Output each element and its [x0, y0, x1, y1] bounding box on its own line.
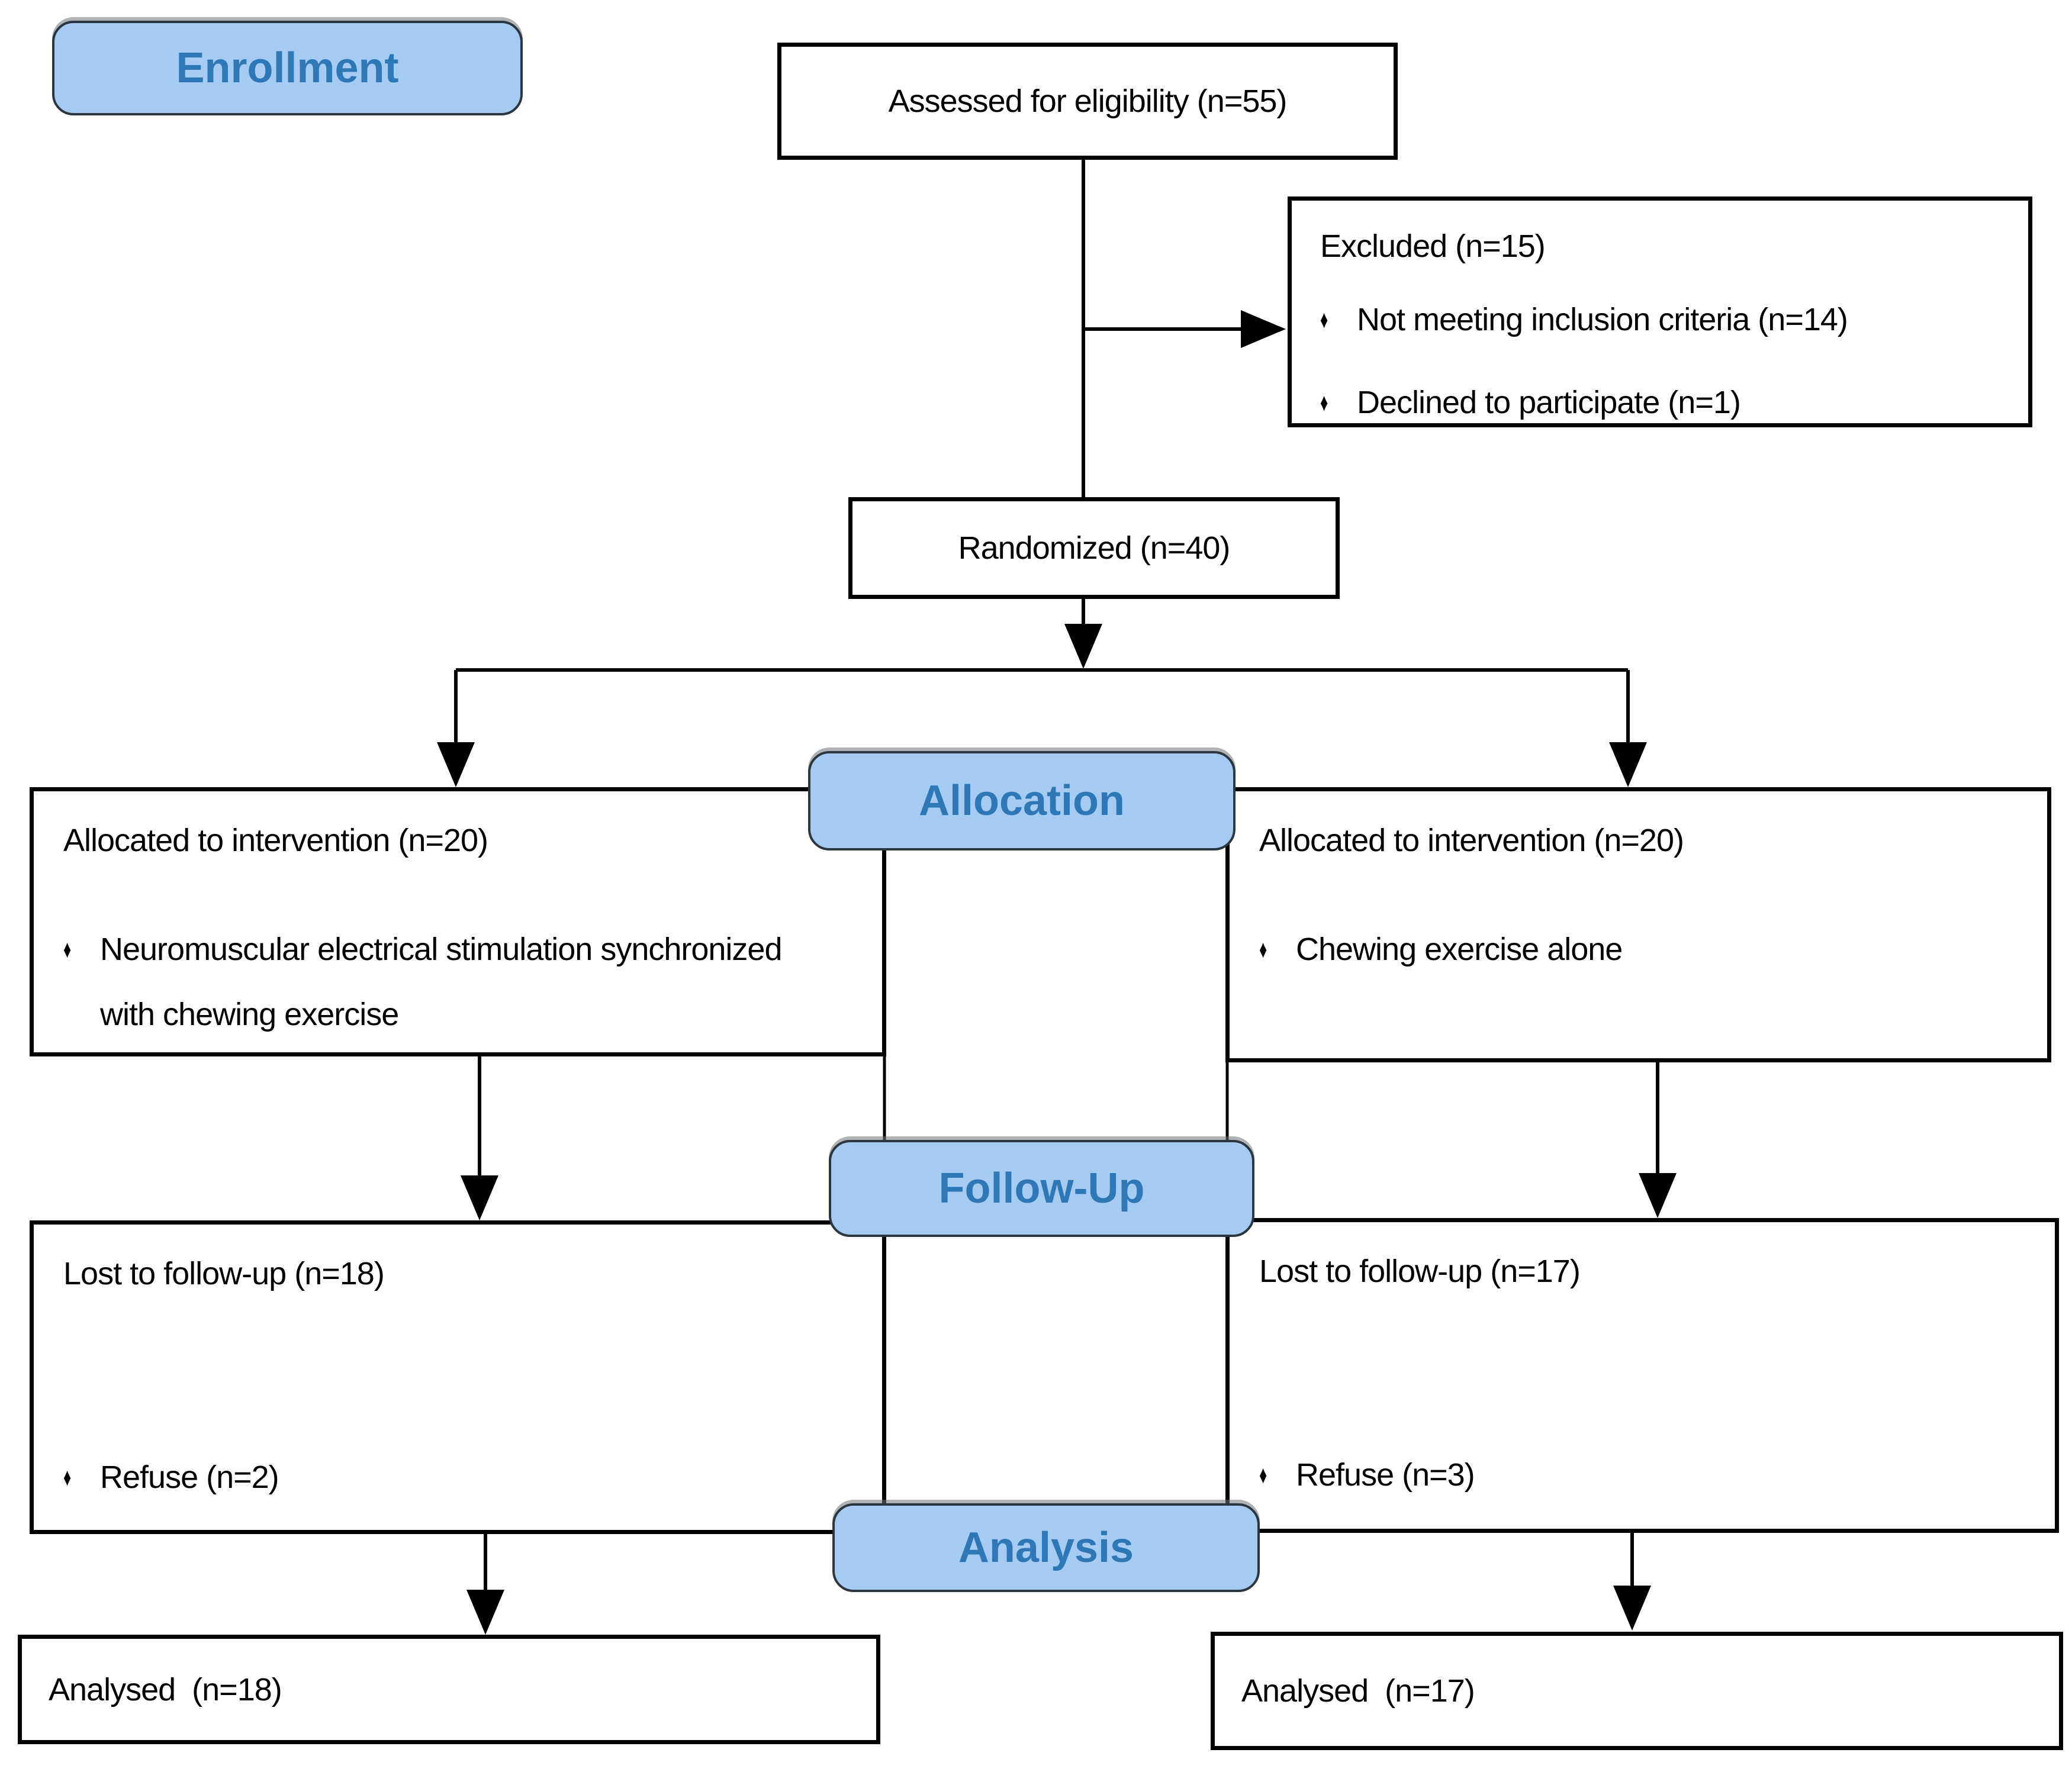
allocated-right-title: Allocated to intervention (n=20): [1259, 823, 1684, 858]
stage-badge-analysis: Analysis: [832, 1503, 1260, 1592]
fu-left-item-text: Refuse (n=2): [100, 1460, 279, 1495]
stage-badge-allocation: Allocation: [808, 751, 1236, 850]
arrowhead-alloc-left: [437, 742, 475, 787]
allocated-right-item: ♦ Chewing exercise alone: [1259, 917, 2018, 982]
diamond-bullet-icon: ♦: [63, 1463, 71, 1491]
fu-right-title: Lost to follow-up (n=17): [1259, 1254, 1581, 1289]
box-allocated-left: Allocated to intervention (n=20) ♦ Neuro…: [30, 787, 886, 1056]
box-lost-followup-left: Lost to follow-up (n=18) ♦ Refuse (n=2): [30, 1220, 886, 1534]
allocated-left-title: Allocated to intervention (n=20): [63, 823, 488, 858]
arrowhead-alloc-right: [1609, 742, 1647, 787]
diamond-bullet-icon: ♦: [1259, 1461, 1267, 1489]
arrowhead-analysed-left: [466, 1590, 504, 1635]
arrowhead-excluded: [1241, 310, 1286, 348]
arrowhead-split-bar: [1064, 624, 1102, 669]
stage-label-analysis: Analysis: [958, 1524, 1134, 1571]
stage-label-enrollment: Enrollment: [176, 44, 399, 92]
stage-label-followup: Follow-Up: [938, 1165, 1145, 1212]
diamond-bullet-icon: ♦: [1320, 305, 1328, 333]
box-excluded: Excluded (n=15) ♦ Not meeting inclusion …: [1288, 196, 2032, 427]
analysed-right-title: Analysed (n=17): [1241, 1673, 1475, 1709]
diamond-bullet-icon: ♦: [1259, 935, 1267, 963]
diamond-bullet-icon: ♦: [1320, 388, 1328, 416]
box-assessed-for-eligibility: Assessed for eligibility (n=55): [777, 43, 1398, 160]
diamond-bullet-icon: ♦: [63, 935, 71, 963]
excluded-item-text: Not meeting inclusion criteria (n=14): [1357, 302, 1848, 337]
arrowhead-analysed-right: [1613, 1586, 1651, 1631]
assessed-title: Assessed for eligibility (n=55): [888, 83, 1288, 119]
fu-right-item-text: Refuse (n=3): [1296, 1457, 1475, 1493]
arrowhead-fu-left: [461, 1175, 498, 1220]
excluded-item-text: Declined to participate (n=1): [1357, 385, 1741, 420]
excluded-item: ♦ Declined to participate (n=1): [1320, 370, 2000, 435]
box-analysed-left: Analysed (n=18): [18, 1635, 880, 1744]
stage-badge-followup: Follow-Up: [829, 1140, 1254, 1237]
box-analysed-right: Analysed (n=17): [1211, 1632, 2063, 1750]
excluded-item: ♦ Not meeting inclusion criteria (n=14): [1320, 287, 2000, 352]
allocated-left-item: ♦ Neuromuscular electrical stimulation s…: [63, 917, 852, 1047]
fu-left-title: Lost to follow-up (n=18): [63, 1256, 385, 1291]
box-allocated-right: Allocated to intervention (n=20) ♦ Chewi…: [1225, 787, 2051, 1062]
allocated-right-item-text: Chewing exercise alone: [1296, 932, 1623, 967]
arrowhead-fu-right: [1639, 1173, 1677, 1218]
box-lost-followup-right: Lost to follow-up (n=17) ♦ Refuse (n=3): [1225, 1218, 2059, 1533]
stage-badge-enrollment: Enrollment: [52, 21, 523, 115]
fu-right-item: ♦ Refuse (n=3): [1259, 1442, 2025, 1507]
randomized-title: Randomized (n=40): [958, 530, 1231, 566]
box-randomized: Randomized (n=40): [848, 497, 1340, 599]
fu-left-item: ♦ Refuse (n=2): [63, 1445, 852, 1510]
allocated-left-item-text: Neuromuscular electrical stimulation syn…: [100, 932, 783, 1032]
excluded-title: Excluded (n=15): [1320, 228, 1546, 264]
stage-label-allocation: Allocation: [918, 777, 1125, 824]
analysed-left-title: Analysed (n=18): [49, 1671, 282, 1707]
